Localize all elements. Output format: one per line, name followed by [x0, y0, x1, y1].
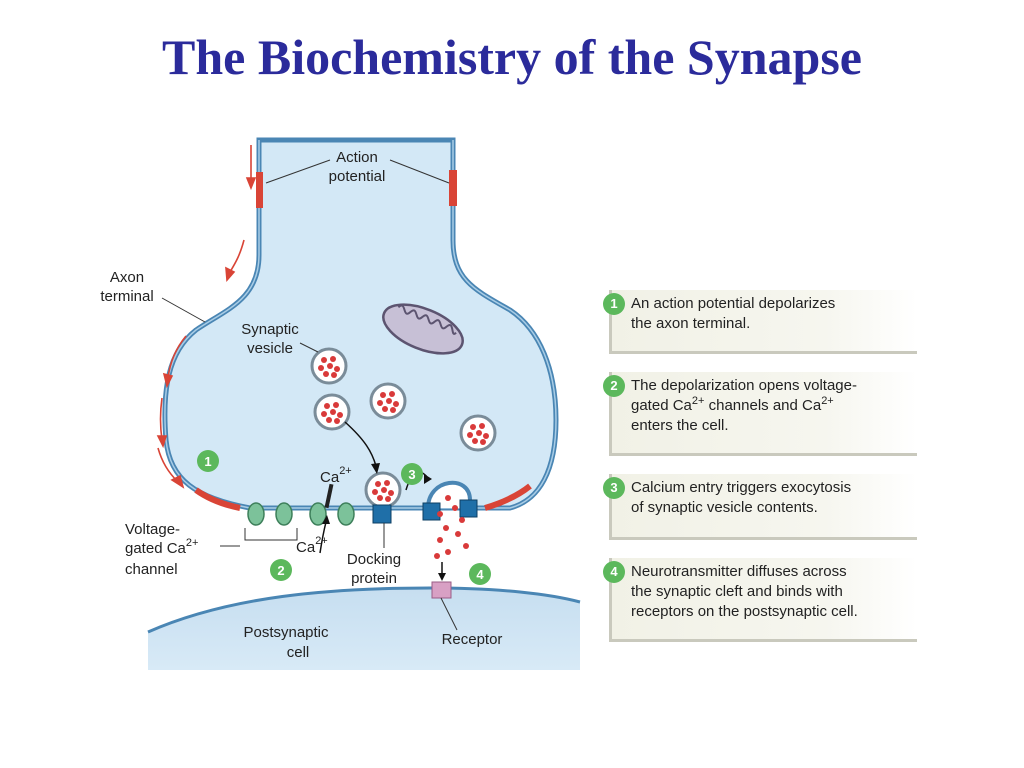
diagram-badge-2: 2: [270, 559, 292, 581]
svg-text:3: 3: [408, 467, 415, 482]
synaptic-vesicle: [369, 382, 407, 420]
step-badge-4: 4: [603, 561, 625, 583]
diagram-badge-4: 4: [469, 563, 491, 585]
synaptic-vesicle: [313, 393, 351, 431]
synaptic-vesicle: [310, 347, 348, 385]
action-potential-arrows: [156, 145, 257, 489]
step-text-1: An action potential depolarizes the axon…: [631, 295, 836, 332]
step-card-1: 1 An action potential depolarizes the ax…: [603, 290, 917, 354]
label-axon-terminal-line1: Axon: [110, 269, 144, 286]
label-calcium-top: Ca2+: [320, 465, 352, 486]
depolarized-patch-bottom-left: [194, 487, 241, 511]
docked-vesicle: [364, 471, 402, 509]
step-text-2: The depolarization opens voltage- gated …: [631, 377, 857, 434]
calcium-influx-arrow: [319, 515, 330, 554]
step-card-3: 3 Calcium entry triggers exocytosis of s…: [603, 474, 917, 540]
label-postsynaptic-cell-line1: Postsynaptic: [243, 624, 329, 641]
depolarized-patch-left: [256, 172, 263, 208]
calcium-channels: [247, 483, 355, 526]
axon-terminal: [162, 137, 559, 511]
step-card-2: 2 The depolarization opens voltage- gate…: [603, 372, 917, 456]
vesicle-path-arrow: [344, 421, 380, 474]
svg-text:1: 1: [204, 454, 211, 469]
step-badge-3: 3: [603, 477, 625, 499]
label-calcium-bottom: Ca2+: [296, 535, 328, 556]
diffusion-arrow: [438, 562, 446, 581]
label-action-potential-line1: Action: [336, 149, 378, 166]
label-axon-terminal-line2: terminal: [100, 288, 153, 305]
label-synaptic-vesicle-line1: Synaptic: [241, 321, 299, 338]
step-text-3: Calcium entry triggers exocytosis of syn…: [631, 479, 852, 516]
label-docking-protein-line2: protein: [351, 570, 397, 587]
synaptic-vesicle: [459, 414, 497, 452]
label-voltage-gated-line3: channel: [125, 561, 178, 578]
mitochondrion: [382, 303, 464, 355]
docking-proteins: [372, 499, 478, 524]
postsynaptic-cell: [147, 586, 581, 670]
svg-text:2: 2: [277, 563, 284, 578]
neurotransmitter-molecules: [434, 495, 469, 559]
svg-text:4: 4: [476, 567, 484, 582]
synaptic-vesicles: [310, 347, 497, 509]
diagram-badge-1: 1: [197, 450, 219, 472]
label-docking-protein-line1: Docking: [347, 551, 401, 568]
leader-lines: [161, 159, 458, 631]
label-synaptic-vesicle-line2: vesicle: [247, 340, 293, 357]
label-voltage-gated-line2: gated Ca2+: [125, 537, 198, 557]
depolarized-patch-bottom-right: [484, 483, 532, 511]
label-postsynaptic-cell-line2: cell: [287, 644, 310, 661]
step-text-4: Neurotransmitter diffuses across the syn…: [631, 563, 858, 620]
step-badge-1: 1: [603, 293, 625, 315]
receptor: [431, 581, 452, 599]
step-badge-2: 2: [603, 375, 625, 397]
slide-title: The Biochemistry of the Synapse: [162, 29, 862, 85]
depolarized-patch-right: [449, 170, 457, 206]
label-action-potential-line2: potential: [329, 168, 386, 185]
step-card-4: 4 Neurotransmitter diffuses across the s…: [603, 558, 917, 642]
label-voltage-gated-line1: Voltage-: [125, 521, 180, 538]
diagram-badge-3: 3: [401, 463, 423, 485]
label-receptor: Receptor: [442, 631, 503, 648]
